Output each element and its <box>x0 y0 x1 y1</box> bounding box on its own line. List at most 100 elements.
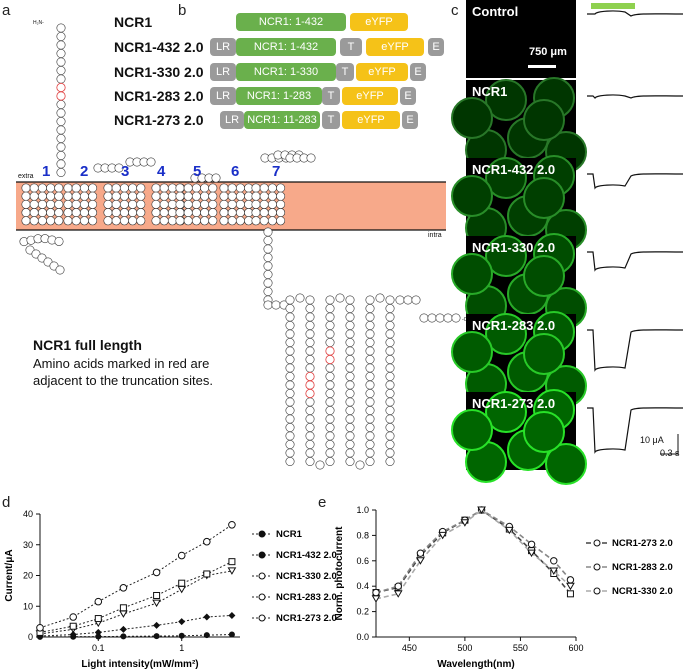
micrograph-label: NCR1 <box>472 84 508 99</box>
topology-caption-2: adjacent to the truncation sites. <box>33 373 213 388</box>
extra-label: extra <box>18 173 34 180</box>
micrograph-label: NCR1-330 2.0 <box>472 240 556 255</box>
legend-marker <box>593 563 601 571</box>
y-tick-label: 20 <box>23 571 33 581</box>
construct-segment: T <box>340 38 362 56</box>
y-axis-label: Current/μA <box>4 549 15 601</box>
y-tick-label: 0.0 <box>356 632 369 642</box>
data-point <box>394 582 402 590</box>
x-axis-label: Light intensity(mW/mm²) <box>81 659 198 670</box>
intra-label: intra <box>428 232 442 239</box>
micrograph: NCR1-432 2.0 <box>451 155 587 251</box>
legend-marker <box>593 539 601 547</box>
data-point <box>477 506 486 514</box>
construct-segment: LR <box>210 38 236 56</box>
y-tick-label: 40 <box>23 509 33 519</box>
data-point <box>119 610 128 618</box>
legend-label: NCR1-273 2.0 <box>276 613 337 624</box>
data-point <box>566 590 574 598</box>
data-point <box>178 632 185 639</box>
legend-label: NCR1 <box>276 529 303 540</box>
data-point <box>549 567 559 575</box>
y-tick-label: 10 <box>23 601 33 611</box>
construct-segment: T <box>322 87 340 105</box>
trace-scale-current: 10 μA <box>640 435 664 445</box>
construct-segment: NCR1: 11-283 <box>244 111 320 129</box>
data-point <box>203 613 211 621</box>
topology-diagram <box>16 23 461 470</box>
data-point <box>566 582 575 591</box>
data-point <box>94 597 103 606</box>
series-line <box>39 634 232 638</box>
series-line <box>39 614 232 637</box>
panel-letter-a: a <box>2 2 11 19</box>
current-trace <box>587 94 684 99</box>
data-point <box>177 551 186 560</box>
legend-marker <box>258 551 266 559</box>
series-line <box>39 524 233 629</box>
x-tick-label: 450 <box>402 643 417 653</box>
legend-marker <box>258 614 266 622</box>
series-line <box>375 509 572 594</box>
construct-segment: NCR1: 1-330 <box>236 63 336 81</box>
data-point <box>177 585 187 594</box>
panel-letter-e: e <box>318 494 327 511</box>
data-point <box>460 519 470 527</box>
data-point <box>119 604 127 612</box>
legend-marker <box>258 593 266 601</box>
micrograph-label: Control <box>472 4 519 19</box>
panel-letter-c: c <box>451 2 459 19</box>
x-tick-label: 0.1 <box>92 643 105 653</box>
legend-label: NCR1-273 2.0 <box>612 538 673 549</box>
x-tick-label: 550 <box>513 643 528 653</box>
helix-number-5: 5 <box>193 163 202 180</box>
construct-name: NCR1-273 2.0 <box>114 112 204 128</box>
y-tick-label: 30 <box>23 540 33 550</box>
data-point <box>95 633 102 640</box>
construct-name: NCR1-432 2.0 <box>114 39 204 55</box>
legend-label: NCR1-432 2.0 <box>276 550 337 561</box>
trace-scale-time: 0.3 s <box>660 448 680 458</box>
legend-label: NCR1-330 2.0 <box>276 571 337 582</box>
data-point <box>416 557 425 565</box>
current-trace <box>587 329 684 372</box>
y-tick-label: 0 <box>28 632 33 642</box>
current-trace <box>587 173 684 190</box>
current-trace <box>587 10 684 17</box>
x-axis-label: Wavelength(nm) <box>437 659 514 670</box>
topology-caption-1: Amino acids marked in red are <box>33 356 210 371</box>
micrograph-label: NCR1-283 2.0 <box>472 318 556 333</box>
construct-segment: eYFP <box>350 13 408 31</box>
micrograph-label: NCR1-273 2.0 <box>472 396 556 411</box>
data-point <box>228 611 236 619</box>
construct-segment: E <box>402 111 418 129</box>
panel-letter-b: b <box>178 2 187 19</box>
data-point <box>438 531 448 540</box>
construct-segment: T <box>322 111 340 129</box>
construct-segment: eYFP <box>366 38 424 56</box>
data-point <box>203 537 211 546</box>
data-point <box>228 558 236 566</box>
construct-segment: E <box>428 38 444 56</box>
n-terminus: H₂N- <box>33 20 44 26</box>
data-point <box>36 623 44 632</box>
data-point <box>372 588 380 597</box>
data-point <box>566 576 575 584</box>
data-point <box>69 613 77 621</box>
data-point <box>527 540 536 548</box>
legend-marker <box>593 587 601 595</box>
series-line <box>375 509 571 600</box>
construct-segment: NCR1: 1-283 <box>236 87 322 105</box>
construct-name: NCR1-330 2.0 <box>114 64 204 80</box>
x-tick-label: 600 <box>568 643 583 653</box>
light-pulse-bar <box>591 3 635 9</box>
construct-segment: eYFP <box>342 87 398 105</box>
data-point <box>203 570 211 578</box>
micrograph: NCR1-273 2.0 <box>451 389 587 485</box>
scale-bar <box>528 65 556 68</box>
data-point <box>393 590 403 598</box>
x-tick-label: 1 <box>179 643 184 653</box>
data-point <box>550 557 558 565</box>
